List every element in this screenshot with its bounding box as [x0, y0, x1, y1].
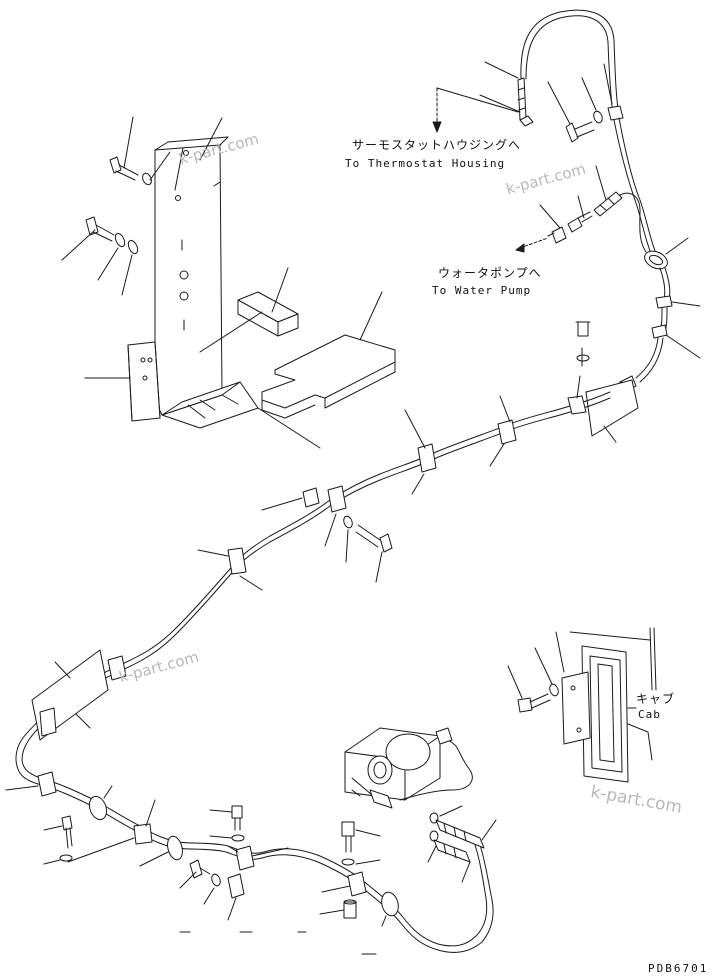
drawing-code: PDB6701 [648, 962, 709, 975]
bottom-ticks [179, 931, 377, 955]
thermostat-area [432, 9, 624, 143]
thermostat-label-en: To Thermostat Housing [345, 157, 506, 170]
water-pump-label-en: To Water Pump [432, 284, 532, 297]
cab-panel [507, 627, 657, 783]
bolts-left [85, 156, 152, 255]
leader-lines-top-left [61, 116, 383, 379]
bracket-assembly [127, 136, 321, 449]
water-pump-area [515, 165, 647, 253]
cab-label-jp: キャブ [636, 692, 676, 706]
thermostat-label-jp: サーモスタットハウジングへ [352, 138, 522, 152]
pad-block [261, 334, 396, 419]
water-pump-label-jp: ウォータポンプへ [438, 266, 542, 280]
harness-main [15, 391, 611, 953]
cab-label-en: Cab [638, 708, 661, 721]
small-block [237, 291, 299, 337]
connector-right [585, 375, 639, 443]
harness-right [613, 117, 701, 383]
harness-clamps [5, 321, 591, 927]
relay-unit [344, 727, 497, 883]
